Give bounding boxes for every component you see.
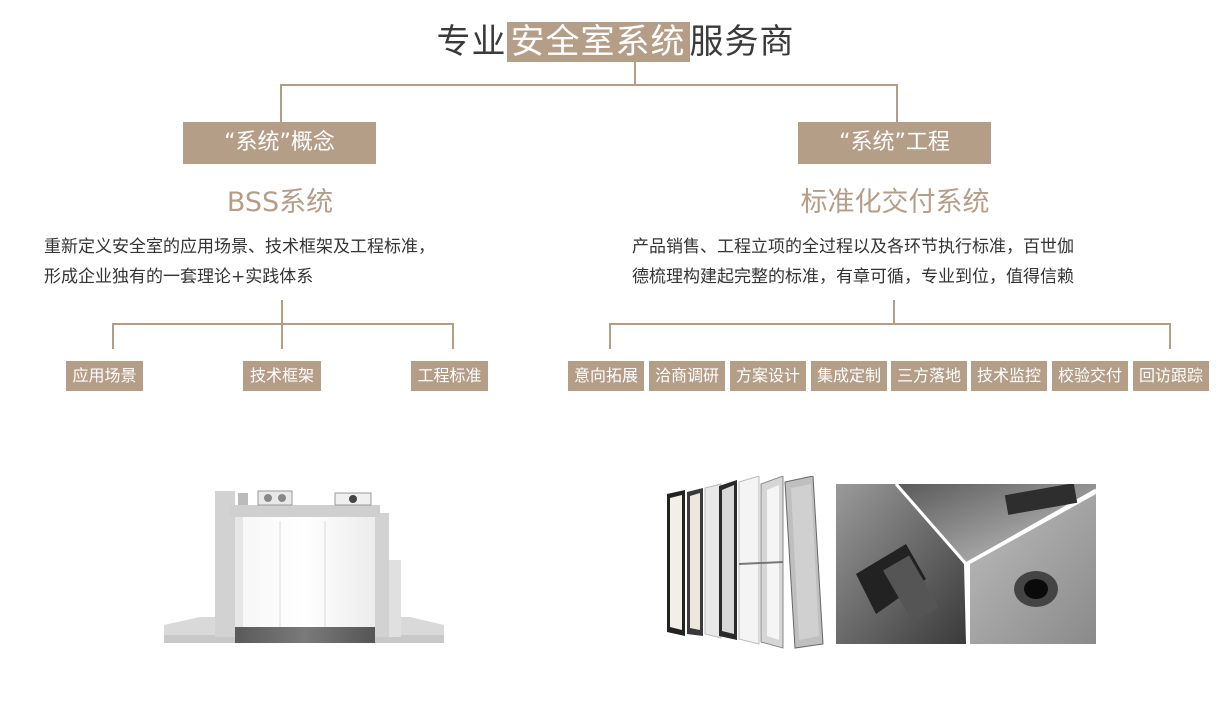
right-tags-right-drop-line	[1169, 323, 1171, 349]
right-description: 产品销售、工程立项的全过程以及各环节执行标准，百世伽 德梳理构建起完整的标准，有…	[632, 232, 1192, 292]
right-branch-label: “系统”工程	[798, 122, 991, 164]
left-tags-stem-line	[281, 300, 283, 325]
right-tags-bar-line	[609, 323, 1171, 325]
right-branch-drop-line	[896, 84, 898, 122]
tag-application-scenario: 应用场景	[66, 361, 143, 391]
left-description-line2: 形成企业独有的一套理论+实践体系	[44, 267, 314, 287]
tag-engineering-standard: 工程标准	[411, 361, 488, 391]
ballistic-test-photo-collage	[836, 484, 1096, 644]
left-tags-bar-line	[112, 323, 454, 325]
tag-integrated-customization: 集成定制	[811, 361, 887, 391]
right-tags-left-drop-line	[609, 323, 611, 349]
safe-room-illustration	[164, 490, 444, 643]
left-branch-label: “系统”概念	[183, 122, 376, 164]
right-tags-stem-line	[893, 300, 895, 325]
top-branch-line	[280, 84, 898, 86]
page-title: 专业安全室系统服务商	[0, 14, 1231, 63]
right-description-line1: 产品销售、工程立项的全过程以及各环节执行标准，百世伽	[632, 237, 1074, 257]
left-description-line1: 重新定义安全室的应用场景、技术框架及工程标准，	[44, 237, 435, 257]
left-tag1-drop-line	[112, 323, 114, 349]
title-suffix: 服务商	[689, 22, 795, 62]
tag-verification-delivery: 校验交付	[1052, 361, 1128, 391]
tag-technical-monitoring: 技术监控	[971, 361, 1047, 391]
tag-intent-expansion: 意向拓展	[568, 361, 644, 391]
tag-technical-framework: 技术框架	[243, 361, 321, 391]
left-description: 重新定义安全室的应用场景、技术框架及工程标准， 形成企业独有的一套理论+实践体系	[44, 232, 514, 292]
tag-follow-up-visit: 回访跟踪	[1133, 361, 1209, 391]
title-highlight: 安全室系统	[506, 22, 690, 62]
title-prefix: 专业	[436, 22, 507, 62]
left-tag2-drop-line	[281, 323, 283, 349]
left-subtitle: BSS系统	[226, 187, 334, 218]
title-stem-line	[634, 56, 636, 86]
layered-panels-illustration	[667, 476, 824, 649]
tag-negotiation-research: 洽商调研	[649, 361, 725, 391]
tag-tripartite-implementation: 三方落地	[891, 361, 967, 391]
right-subtitle: 标准化交付系统	[800, 187, 990, 218]
right-description-line2: 德梳理构建起完整的标准，有章可循，专业到位，值得信赖	[632, 267, 1074, 287]
left-branch-drop-line	[280, 84, 282, 122]
left-tag3-drop-line	[452, 323, 454, 349]
tag-solution-design: 方案设计	[730, 361, 806, 391]
